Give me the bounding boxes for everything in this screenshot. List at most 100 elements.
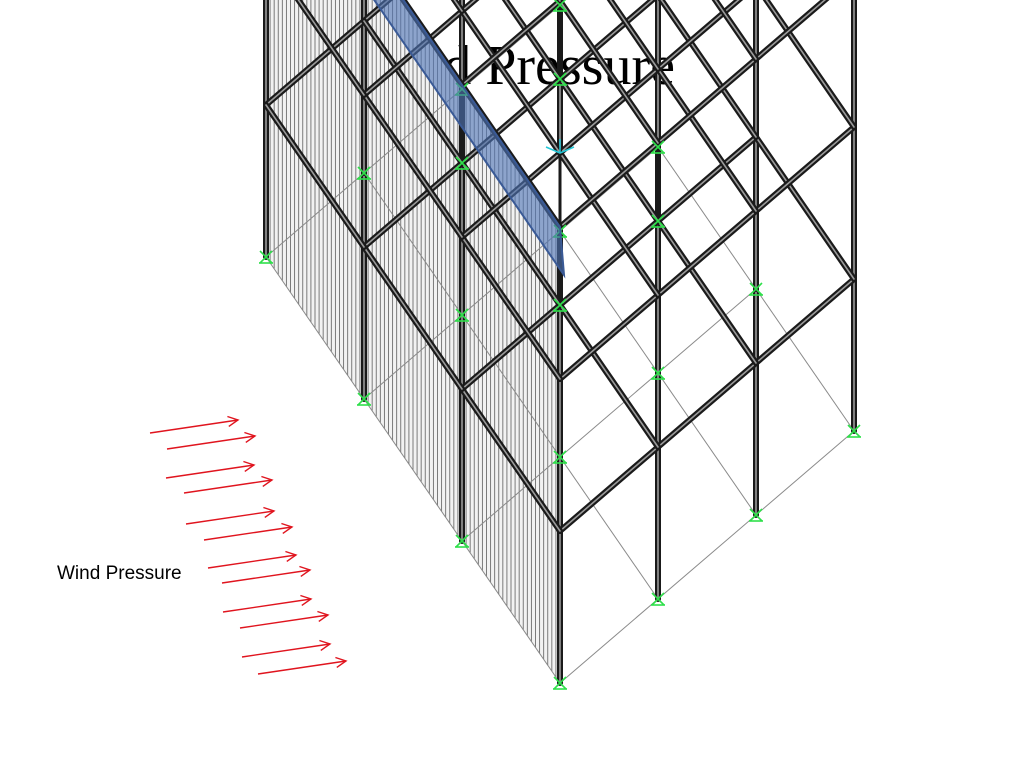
beam-flange: [755, 0, 827, 60]
wind-arrow-icon: [222, 594, 313, 613]
wind-arrow-shaft: [239, 614, 329, 629]
beam: [655, 134, 759, 224]
support-stroke: [553, 676, 567, 690]
beam: [657, 0, 759, 140]
wind-arrow-head: [335, 656, 348, 668]
beam: [361, 18, 465, 166]
beam: [557, 218, 661, 308]
wind-arrow-head: [285, 550, 298, 562]
beam: [361, 244, 465, 392]
support-stroke: [749, 282, 763, 296]
support-stroke: [651, 140, 665, 154]
beam: [655, 0, 744, 72]
beam: [606, 0, 661, 72]
beam: [459, 0, 563, 88]
wind-arrow-head: [244, 431, 257, 443]
beam: [459, 160, 563, 308]
fixed-support-icon: [651, 140, 665, 154]
beam-flange: [559, 0, 654, 80]
beam-flange: [657, 0, 740, 70]
wind-arrow-head: [281, 522, 294, 534]
wind-arrow-shaft: [257, 660, 347, 675]
wind-arrow-shaft: [166, 435, 256, 450]
support-stroke: [455, 156, 469, 170]
support-stroke: [553, 298, 567, 312]
beam: [753, 0, 830, 62]
beam-flange: [657, 220, 757, 364]
beam-flange: [755, 126, 855, 212]
wind-arrow-icon: [203, 522, 294, 541]
fixed-support-icon: [357, 392, 371, 406]
axis-stroke: [559, 146, 575, 154]
support-stroke: [749, 508, 763, 522]
wind-arrow-icon: [221, 565, 312, 584]
beam: [361, 92, 465, 240]
fixed-support-icon: [357, 166, 371, 180]
beam: [557, 292, 661, 382]
wind-arrow-icon: [207, 550, 298, 569]
wind-arrow-shaft: [222, 598, 312, 613]
fixed-support-icon: [553, 676, 567, 690]
beam-flange: [559, 0, 659, 144]
beam-flange: [461, 388, 561, 532]
support-stroke: [259, 250, 273, 264]
tributary-area-band: [372, 0, 566, 279]
support-stroke: [651, 366, 665, 380]
beam-flange: [714, 0, 757, 60]
beam: [459, 8, 563, 156]
beam: [501, 0, 563, 82]
beam-flange: [559, 446, 659, 532]
wind-arrow-head: [227, 415, 240, 427]
base-grid-line: [265, 256, 561, 684]
base-grid-line: [461, 288, 757, 542]
beam: [459, 302, 563, 392]
beam: [655, 218, 759, 366]
wind-arrow-icon: [149, 415, 240, 434]
beam-flange: [461, 0, 561, 86]
fixed-support-icon: [553, 0, 567, 12]
support-stroke: [357, 392, 371, 406]
beam: [762, 0, 857, 130]
beam: [557, 150, 661, 298]
beam-flange: [765, 0, 855, 128]
wind-arrow-head: [319, 639, 332, 651]
support-stroke: [553, 72, 567, 86]
beam: [557, 444, 661, 534]
support-stroke: [357, 166, 371, 180]
fixed-support-icon: [455, 156, 469, 170]
fixed-support-icon: [553, 450, 567, 464]
beam-flange: [609, 0, 659, 70]
wind-arrow-head: [300, 594, 313, 606]
beam-flange: [660, 0, 757, 138]
beam-flange: [363, 94, 463, 238]
support-stroke: [847, 424, 861, 438]
beam-flange: [657, 210, 757, 296]
beam: [655, 360, 759, 450]
beam: [557, 140, 661, 230]
wind-arrow-shaft: [149, 419, 239, 434]
beam: [557, 76, 661, 224]
beam-flange: [363, 20, 463, 164]
wind-arrow-icon: [239, 610, 330, 629]
beam: [753, 276, 857, 366]
beam-flange: [461, 236, 561, 380]
tributary-area: [372, 0, 566, 279]
fixed-support-icon: [259, 250, 273, 264]
beam: [655, 66, 759, 214]
beam-flange: [755, 278, 855, 364]
beam-flange: [657, 136, 757, 222]
fixed-support-icon: [553, 298, 567, 312]
beam-flange: [559, 152, 659, 296]
wind-arrow-icon: [183, 475, 274, 494]
beam-flange: [559, 78, 659, 222]
wind-pressure-label: Wind Pressure: [57, 563, 182, 584]
beam-flange: [559, 68, 659, 154]
wind-arrow-shaft: [183, 479, 273, 494]
wind-arrow-icon: [241, 639, 332, 658]
beam-flange: [297, 0, 365, 96]
base-grid-line: [363, 146, 659, 400]
beam-flange: [461, 162, 561, 306]
beam: [294, 0, 367, 98]
wind-arrow-shaft: [185, 510, 275, 525]
